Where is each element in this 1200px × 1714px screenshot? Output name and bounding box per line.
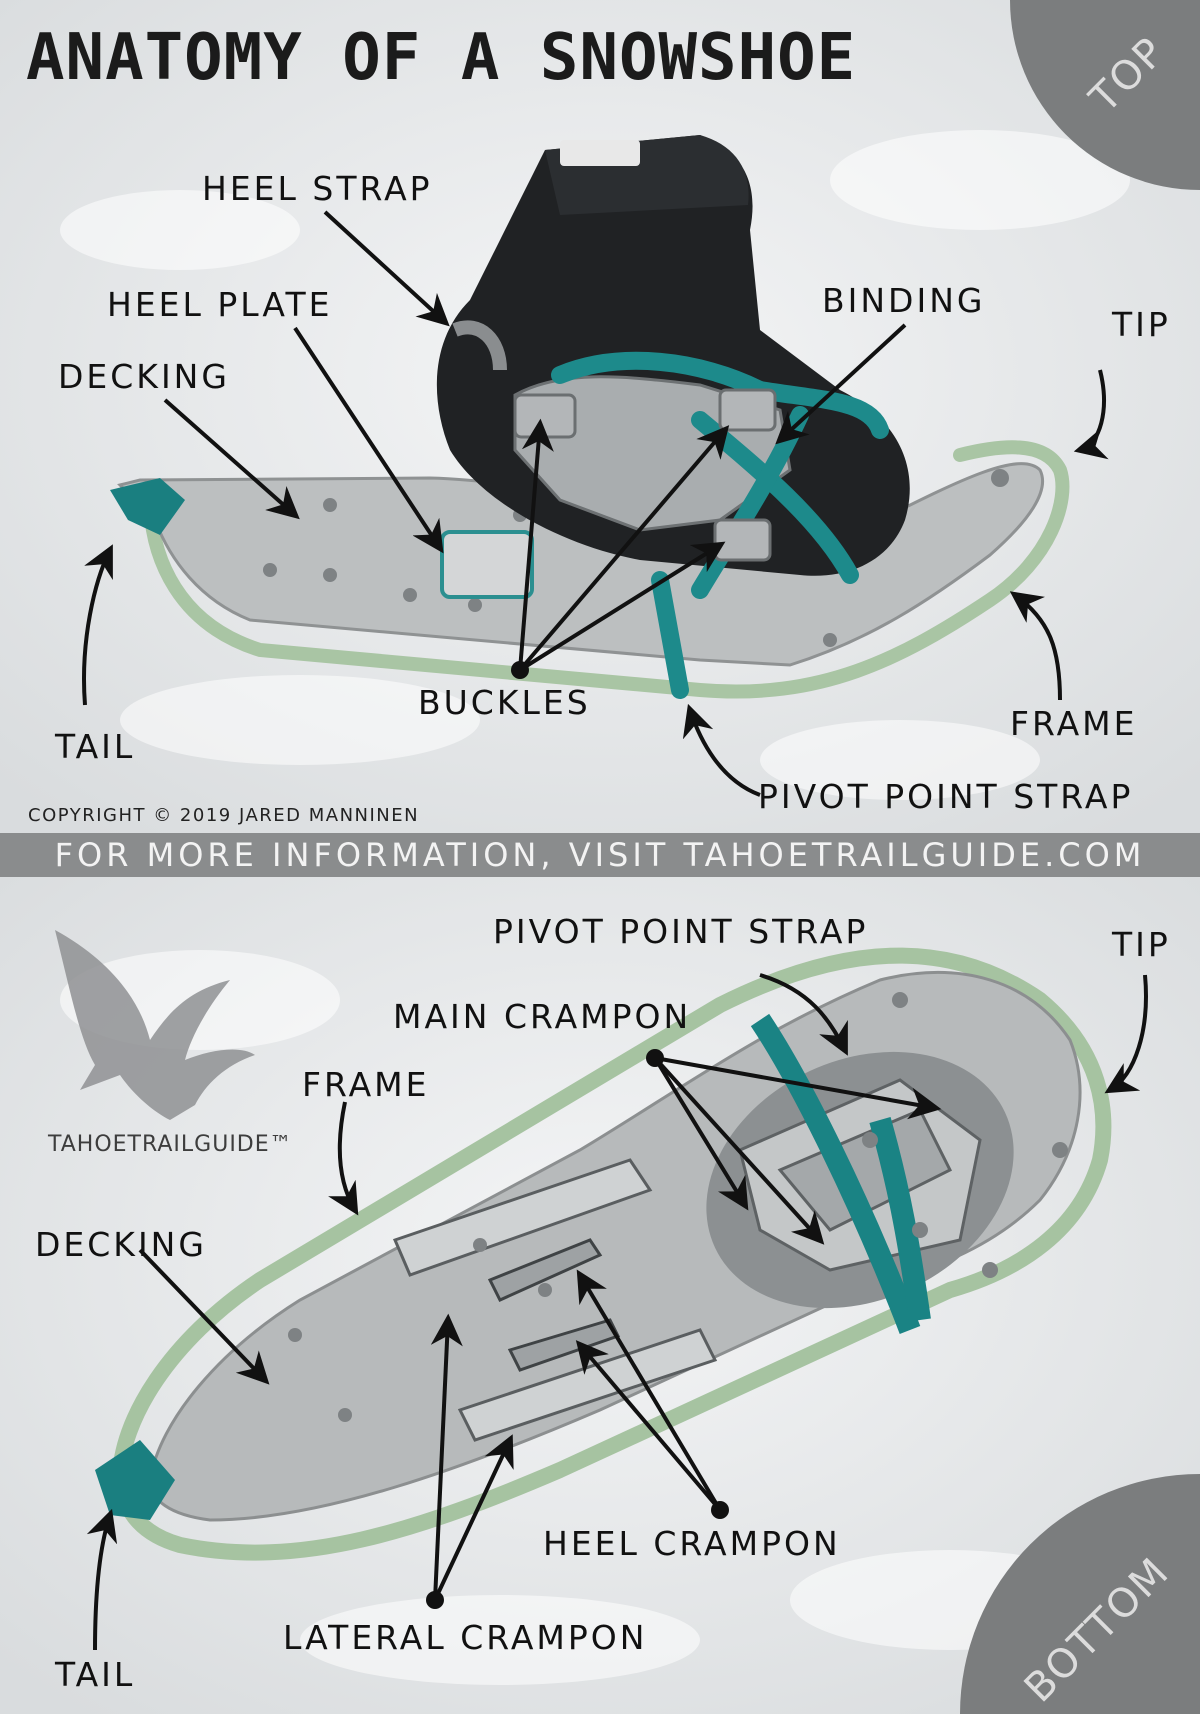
eagle-logo xyxy=(55,930,255,1120)
label-lateral-crampon: LATERAL CRAMPON xyxy=(283,1618,648,1657)
label-heel-strap: HEEL STRAP xyxy=(202,169,433,208)
label-heel-plate: HEEL PLATE xyxy=(107,285,333,324)
page-title: ANATOMY OF A SNOWSHOE xyxy=(26,21,857,95)
arrow-main-crampon-1 xyxy=(654,1056,942,1120)
arrow-pivot-top xyxy=(682,703,761,797)
arrow-heel-crampon-1 xyxy=(576,1269,722,1512)
label-tip-bottom: TIP xyxy=(1112,925,1171,964)
arrow-decking-bottom xyxy=(138,1248,270,1385)
bottom-frame-tube xyxy=(111,947,1112,1561)
bottom-pivot-strap xyxy=(750,1013,931,1334)
top-tail-cap xyxy=(110,478,185,535)
arrow-lateral-1 xyxy=(430,1313,463,1601)
label-tail-top: TAIL xyxy=(55,727,136,766)
arrow-lateral-2 xyxy=(433,1434,514,1601)
arrow-heel-strap xyxy=(323,210,450,327)
label-heel-crampon: HEEL CRAMPON xyxy=(543,1524,841,1563)
copyright: COPYRIGHT © 2019 JARED MANNINEN xyxy=(28,805,420,826)
bottom-tail-cap xyxy=(95,1440,175,1520)
arrow-frame-top xyxy=(1009,591,1062,701)
arrow-heel-plate xyxy=(293,326,444,554)
arrow-frame-bottom xyxy=(328,1101,359,1216)
arrow-tip-bottom xyxy=(1104,974,1148,1094)
label-tail-bottom: TAIL xyxy=(55,1655,136,1694)
arrow-buckle-2 xyxy=(518,425,730,672)
label-pivot-top: PIVOT POINT STRAP xyxy=(758,777,1134,816)
arrow-main-crampon-3 xyxy=(653,1056,825,1245)
label-frame-bottom: FRAME xyxy=(302,1065,430,1104)
top-frame-tube xyxy=(143,440,1070,699)
label-main-crampon: MAIN CRAMPON xyxy=(393,997,692,1036)
arrow-tip-top xyxy=(1073,369,1109,460)
arrow-tail-top xyxy=(82,544,113,706)
label-decking-top: DECKING xyxy=(58,357,230,396)
label-tip-top: TIP xyxy=(1112,305,1171,344)
label-decking-bottom: DECKING xyxy=(35,1225,207,1264)
arrow-pivot-bottom xyxy=(759,973,848,1056)
bottom-lateral-crampons xyxy=(392,1158,718,1442)
annotation-arrows xyxy=(82,210,1148,1651)
info-band: FOR MORE INFORMATION, VISIT TAHOETRAILGU… xyxy=(0,833,1200,877)
arrow-binding xyxy=(775,323,907,445)
top-buckles xyxy=(513,388,777,562)
arrow-heel-crampon-2 xyxy=(575,1340,722,1512)
label-buckles: BUCKLES xyxy=(418,683,591,722)
arrow-buckle-1 xyxy=(518,418,554,671)
label-frame-top: FRAME xyxy=(1010,704,1138,743)
top-heel-strap xyxy=(452,320,507,371)
label-binding: BINDING xyxy=(822,281,986,320)
arrow-decking-top xyxy=(163,398,300,520)
top-snowshoe xyxy=(110,135,1070,699)
brand-logo-text: TAHOETRAILGUIDE™ xyxy=(48,1132,293,1157)
arrow-main-crampon-2 xyxy=(653,1056,749,1211)
label-pivot-bottom: PIVOT POINT STRAP xyxy=(493,912,869,951)
arrow-buckle-3 xyxy=(518,541,726,672)
top-corner-badge xyxy=(1010,0,1200,190)
info-band-text: FOR MORE INFORMATION, VISIT TAHOETRAILGU… xyxy=(54,836,1146,874)
arrow-origin-dots xyxy=(426,661,729,1609)
bottom-snowshoe xyxy=(95,947,1112,1561)
bottom-corner-badge xyxy=(960,1474,1200,1714)
top-heel-plate xyxy=(440,530,534,599)
arrow-tail-bottom xyxy=(86,1508,118,1651)
